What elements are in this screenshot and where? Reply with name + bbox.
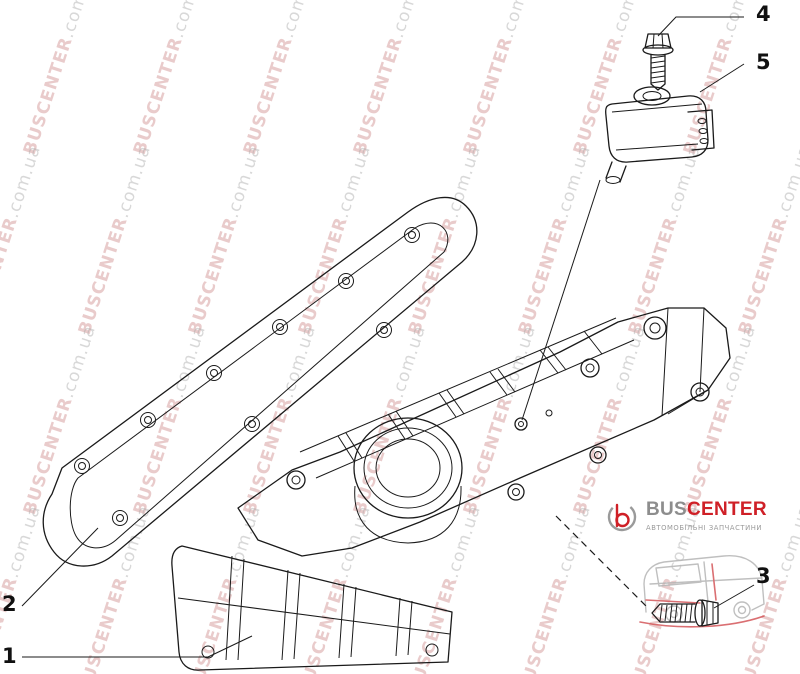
logo-tagline: АВТОМОБІЛЬНІ ЗАПЧАСТИНИ <box>646 524 763 532</box>
leader-lines <box>21 16 755 658</box>
logo-text-center: CENTER <box>687 499 767 520</box>
intake-manifold-part <box>171 307 731 671</box>
callout-1: 1 <box>2 644 17 668</box>
callout-4: 4 <box>756 2 771 26</box>
screw-part <box>642 33 674 91</box>
buscenter-logo: BUSCENTER АВТОМОБІЛЬНІ ЗАПЧАСТИНИ <box>604 499 767 535</box>
mounting-bosses <box>286 316 710 501</box>
logo-wordmark: BUSCENTER <box>646 499 767 521</box>
runner-flange <box>171 545 453 671</box>
callout-2: 2 <box>2 592 17 616</box>
buscenter-logo-icon <box>607 502 637 532</box>
callout-5: 5 <box>756 50 771 74</box>
bolt-part <box>651 599 719 627</box>
bolt-leader-dashed <box>555 515 649 609</box>
gasket-part <box>42 196 478 567</box>
gasket-bolt-holes <box>74 227 420 526</box>
logo-text-bus: BUS <box>646 499 688 520</box>
throttle-inlet <box>353 417 463 544</box>
map-sensor-part <box>605 86 715 184</box>
callout-3: 3 <box>756 564 771 588</box>
